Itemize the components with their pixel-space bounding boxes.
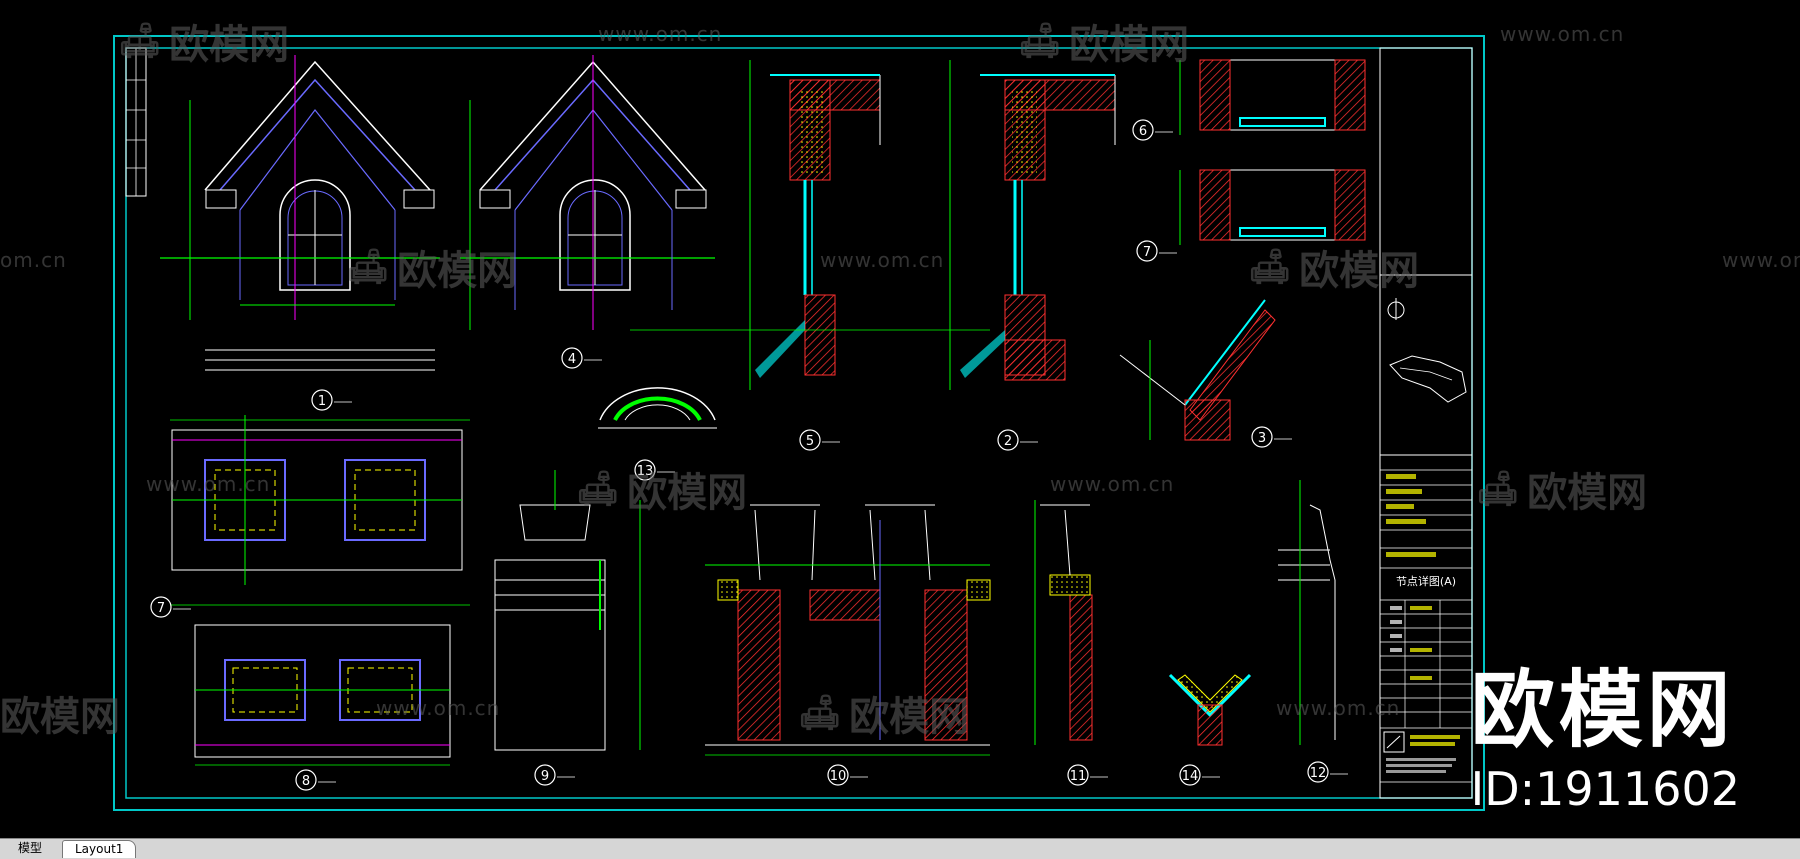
detail-callout-circle: [534, 764, 556, 786]
detail-callout-circle: [1251, 426, 1273, 448]
watermark-logo: 🛋欧模网: [798, 693, 970, 740]
watermark-url: www.om.cn: [1500, 22, 1625, 46]
sofa-icon: 🛋: [576, 469, 620, 509]
detail-7-plan: [1179, 169, 1366, 245]
sofa-icon: 🛋: [1248, 247, 1292, 287]
detail-callout-label: 10: [830, 769, 847, 784]
detail-2-section: [949, 60, 1116, 390]
detail-callout-circle: [827, 764, 849, 786]
tab-layout1[interactable]: Layout1: [62, 840, 137, 858]
detail-callout-label: 4: [568, 352, 576, 367]
sofa-icon: 🛋: [1018, 21, 1062, 61]
detail-callout-label: 3: [1258, 431, 1266, 446]
detail-callout-label: 9: [541, 769, 549, 784]
detail-callout-label: 7: [1143, 245, 1151, 260]
detail-callout-label: 11: [1070, 769, 1087, 784]
sofa-icon: 🛋: [1476, 469, 1520, 509]
watermark-logo: 欧模网: [0, 694, 120, 740]
detail-callout-circle: [311, 389, 333, 411]
detail-6-plan: [1179, 59, 1366, 135]
watermark-url: www.om.cn: [376, 696, 501, 720]
detail-5-section: [749, 60, 881, 390]
detail-callout-label: 2: [1004, 434, 1012, 449]
detail-10-section: [705, 504, 991, 746]
detail-callout-circle: [150, 596, 172, 618]
sofa-icon: 🛋: [346, 247, 390, 287]
watermark-url: www.om.cn: [820, 248, 945, 272]
detail-callout-circle: [295, 769, 317, 791]
detail-callout-label: 7: [157, 601, 165, 616]
sheet-outer-border: [113, 35, 1485, 811]
watermark-url: www.om.cn: [1050, 472, 1175, 496]
detail-11-section: [1034, 500, 1093, 745]
title-block-drawing-title: 节点详图(A): [1396, 574, 1456, 588]
sofa-icon: 🛋: [798, 693, 842, 733]
detail-9-column: [494, 470, 641, 751]
detail-callout-circle: [1307, 761, 1329, 783]
detail-8-plan: [194, 624, 451, 758]
watermark-logo: 🛋欧模网: [118, 21, 290, 68]
detail-callout-circle: [997, 429, 1019, 451]
detail-1-dormer-elevation: [160, 55, 440, 371]
detail-callout-circle: [1136, 240, 1158, 262]
detail-3-eave: [1119, 299, 1276, 441]
cad-drawing: 节点详图(A): [113, 35, 1485, 811]
detail-callout-label: 14: [1182, 769, 1199, 784]
watermark-logo: 🛋欧模网: [1018, 21, 1190, 68]
watermark-logo: 🛋欧模网: [346, 247, 518, 294]
detail-callout-label: 1: [318, 394, 326, 409]
sofa-icon: 🛋: [118, 21, 162, 61]
watermark-url: www.om.cn: [146, 472, 271, 496]
watermark-logo: 🛋欧模网: [1248, 247, 1420, 294]
watermark-url: www.om.cn: [1276, 696, 1401, 720]
detail-callout-circle: [1067, 764, 1089, 786]
detail-callout-circle: [1179, 764, 1201, 786]
detail-12-section: [1278, 480, 1336, 745]
detail-callout-label: 13: [637, 464, 654, 479]
detail-callout-label: 12: [1310, 766, 1327, 781]
watermark-url: om.cn: [0, 248, 67, 272]
detail-callout-circle: [799, 429, 821, 451]
detail-callout-circle: [561, 347, 583, 369]
brand-watermark: 欧模网 ID:1911602: [1471, 668, 1740, 816]
detail-callout-circle: [634, 459, 656, 481]
detail-callout-circle: [1132, 119, 1154, 141]
watermark-url: www.om.cn: [1722, 248, 1800, 272]
watermark-url: www.om.cn: [598, 22, 723, 46]
detail-callout-label: 5: [806, 434, 814, 449]
detail-7-lower-plan: [171, 415, 463, 585]
layout-tab-bar: 模型 Layout1: [0, 838, 1800, 859]
brand-name: 欧模网: [1470, 661, 1735, 759]
watermark-logo: 🛋欧模网: [576, 469, 748, 516]
tab-model[interactable]: 模型: [6, 840, 55, 857]
model-id: ID:1911602: [1470, 762, 1740, 816]
detail-14-valley: [1168, 673, 1252, 746]
watermark-logo: 🛋欧模网: [1476, 469, 1648, 516]
detail-callout-label: 6: [1139, 124, 1147, 139]
detail-4-dormer-elevation: [460, 55, 715, 330]
cad-viewport[interactable]: 节点详图(A): [0, 0, 1800, 838]
title-block: 节点详图(A): [1379, 47, 1473, 799]
detail-13-arch: [598, 387, 717, 429]
detail-callout-label: 8: [302, 774, 310, 789]
